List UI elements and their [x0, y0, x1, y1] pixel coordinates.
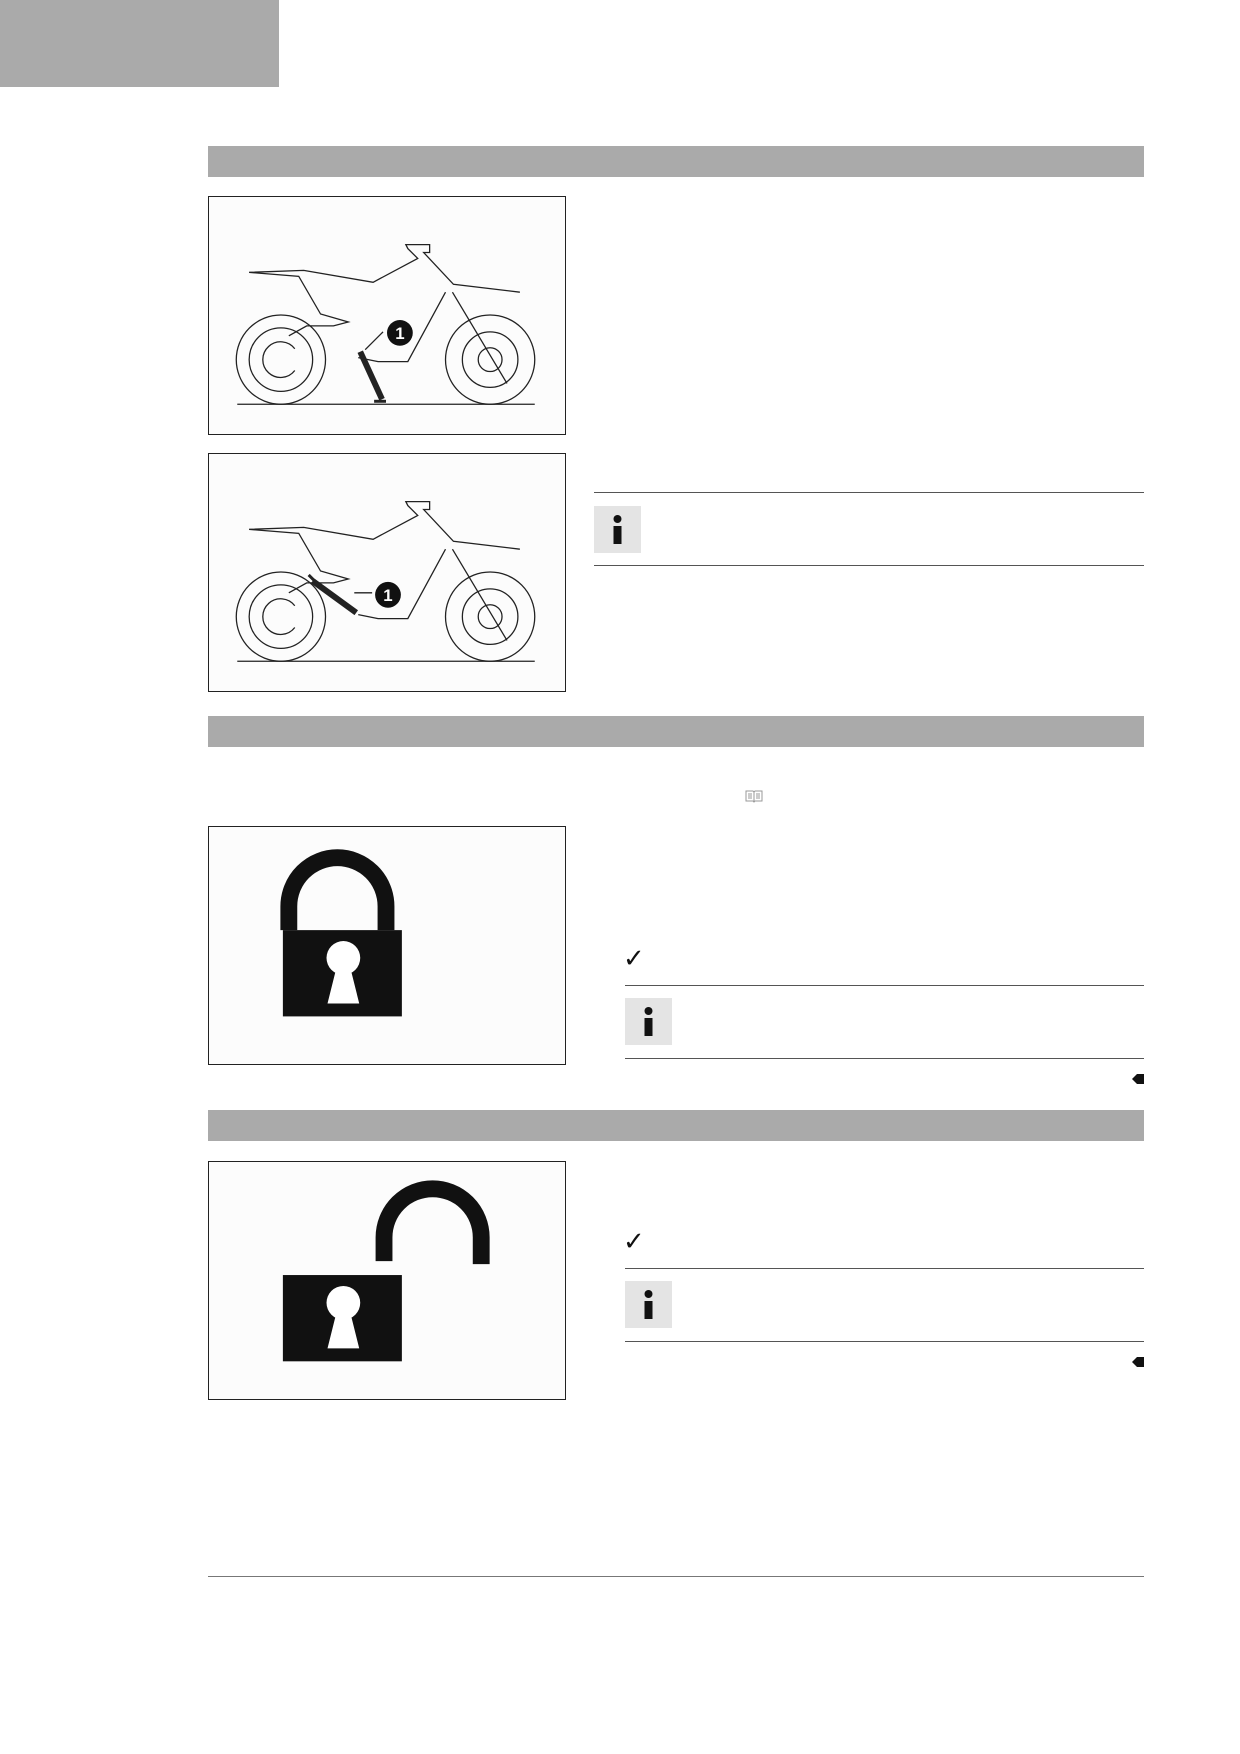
figure-padlock-unlocked	[208, 1161, 566, 1400]
note-bottom-rule	[625, 1058, 1144, 1059]
figure-side-stand-down: 1	[208, 196, 566, 435]
check-icon: ✓	[623, 1227, 645, 1257]
callout-number: 1	[395, 324, 404, 343]
note-top-rule	[625, 1268, 1144, 1269]
callout-number: 1	[383, 586, 392, 605]
info-icon	[625, 998, 672, 1045]
note-bottom-rule	[625, 1341, 1144, 1342]
info-icon	[625, 1281, 672, 1328]
end-marker-icon	[1132, 1072, 1144, 1084]
book-reference-icon[interactable]	[745, 789, 763, 803]
padlock-locked-icon	[280, 849, 402, 1017]
end-marker-icon	[1132, 1355, 1144, 1367]
padlock-unlocked-icon	[282, 1180, 490, 1362]
section-header-bar-3	[208, 1110, 1144, 1141]
chapter-tab	[0, 0, 279, 87]
figure-side-stand-up: 1	[208, 453, 566, 692]
footer-rule	[208, 1576, 1144, 1577]
motorcycle-side-stand-down-illustration: 1	[235, 243, 536, 405]
section-header-bar-1	[208, 146, 1144, 177]
section-header-bar-2	[208, 716, 1144, 747]
note-top-rule	[594, 492, 1144, 493]
check-icon: ✓	[623, 944, 645, 974]
note-bottom-rule	[594, 565, 1144, 566]
info-icon	[594, 506, 641, 553]
figure-padlock-locked	[208, 826, 566, 1065]
note-top-rule	[625, 985, 1144, 986]
motorcycle-side-stand-up-illustration: 1	[235, 500, 536, 662]
